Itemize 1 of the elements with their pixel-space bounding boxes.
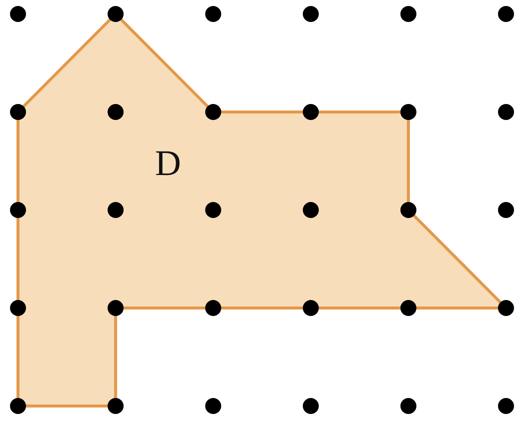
shape-label: D xyxy=(155,145,181,181)
